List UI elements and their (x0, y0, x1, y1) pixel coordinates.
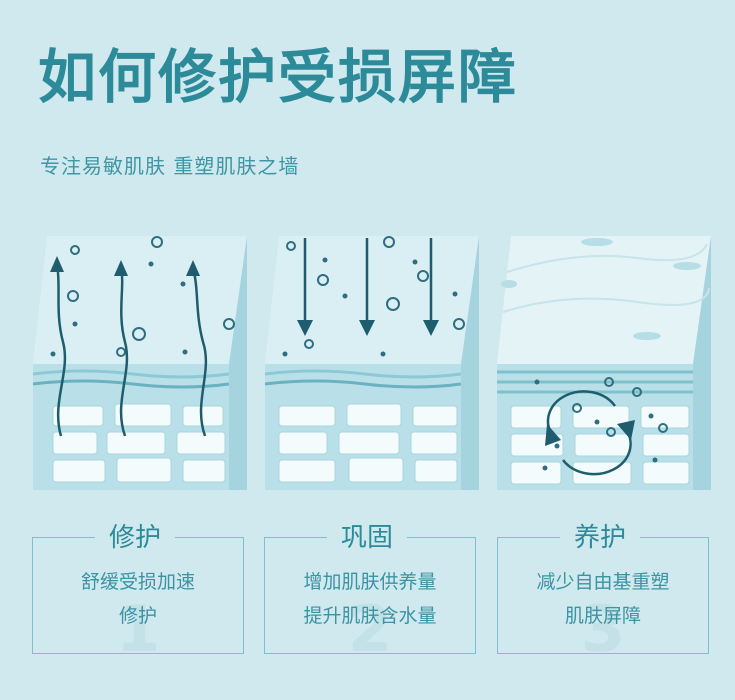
skin-illustration-consolidate (265, 232, 479, 494)
card-repair-title: 修护 (95, 520, 176, 556)
card-repair-line-2: 修护 (118, 605, 157, 627)
skin-illustration-maintain (497, 232, 711, 494)
page-title: 如何修护受损屏障 (38, 43, 519, 111)
card-maintain-line-1: 减少自由基重塑 (536, 571, 670, 593)
card-maintain-line-2: 肌肤屏障 (564, 605, 641, 627)
card-repair-line-1: 舒缓受损加速 (80, 571, 195, 593)
card-consolidate-number: 2 (347, 593, 393, 667)
page-subtitle: 专注易敏肌肤 重塑肌肤之墙 (40, 154, 300, 178)
card-consolidate-line-1: 增加肌肤供养量 (303, 571, 437, 593)
skin-illustration-repair (33, 232, 247, 494)
card-maintain-number: 3 (580, 593, 626, 667)
card-consolidate-title: 巩固 (327, 520, 408, 556)
card-repair-number: 1 (115, 593, 161, 667)
card-consolidate-line-2: 提升肌肤含水量 (303, 605, 437, 627)
card-maintain-title: 养护 (560, 520, 641, 556)
